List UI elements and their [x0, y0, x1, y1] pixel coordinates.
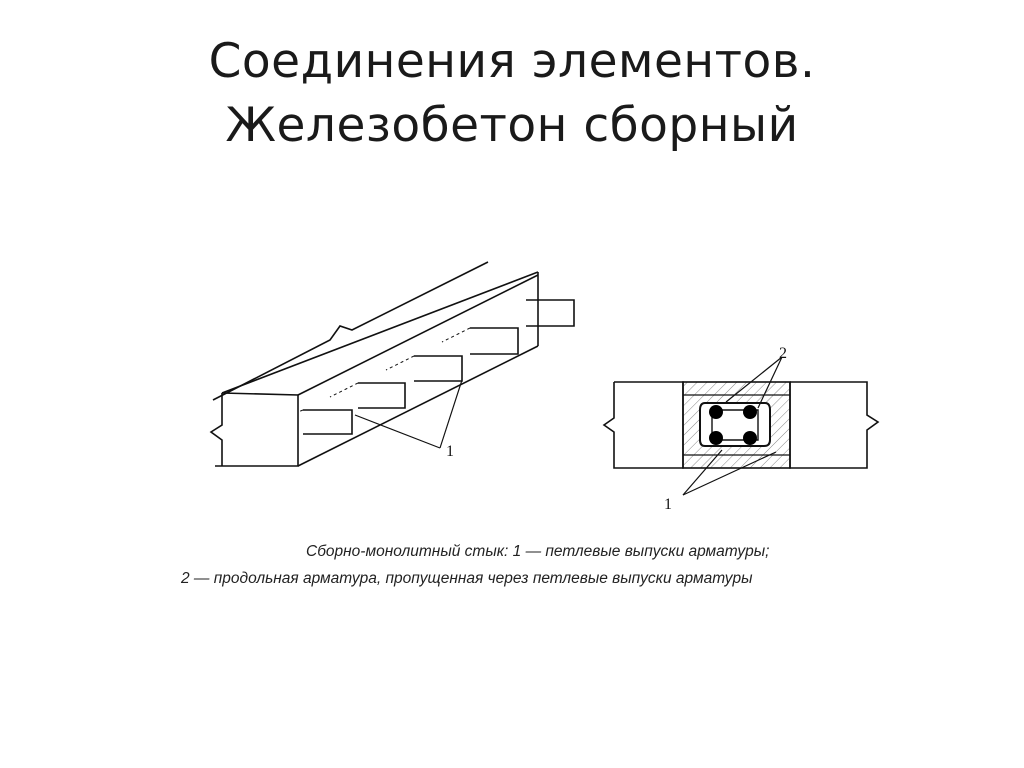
- caption-line-1: Сборно-монолитный стык: 1 — петлевые вып…: [306, 543, 770, 560]
- title-line-1: Соединения элементов.: [208, 34, 816, 89]
- longitudinal-bars: [709, 405, 757, 445]
- beam-front-face: [215, 392, 299, 467]
- joint-section: [602, 381, 880, 469]
- beam-top-front-edge: [221, 271, 539, 394]
- beam-top-ridge: [297, 274, 539, 396]
- rebar-dot: [709, 431, 723, 445]
- loop-outlets: [303, 299, 575, 435]
- left-slab: [602, 381, 684, 469]
- hidden-loop-ends: [297, 327, 471, 413]
- loop-outlet: [358, 382, 406, 409]
- label-1-section: 1: [664, 496, 672, 513]
- right-slab: [789, 381, 880, 469]
- leader-lines-1b: [682, 449, 777, 496]
- loop-outlet: [470, 327, 519, 355]
- leader-lines-1: [354, 379, 463, 449]
- loop-outlet: [526, 299, 575, 327]
- beam-bottom-edge: [297, 345, 539, 467]
- rebar-dot: [743, 405, 757, 419]
- loop-outlet: [414, 355, 463, 382]
- label-2: 2: [779, 345, 787, 362]
- caption-line-2: 2 — продольная арматура, пропущенная чер…: [181, 570, 753, 587]
- beam-top-back-edge: [212, 261, 489, 401]
- rebar-dot: [743, 431, 757, 445]
- title-line-2: Железобетон сборный: [225, 98, 799, 153]
- leader-lines-2: [725, 356, 783, 409]
- rebar-dot: [709, 405, 723, 419]
- beam-drawing: [209, 261, 575, 467]
- slide-title: Соединения элементов. Железобетон сборны…: [0, 30, 1024, 158]
- loop-outlet: [303, 409, 353, 435]
- beam-left-break: [209, 393, 223, 466]
- label-1: 1: [446, 443, 454, 460]
